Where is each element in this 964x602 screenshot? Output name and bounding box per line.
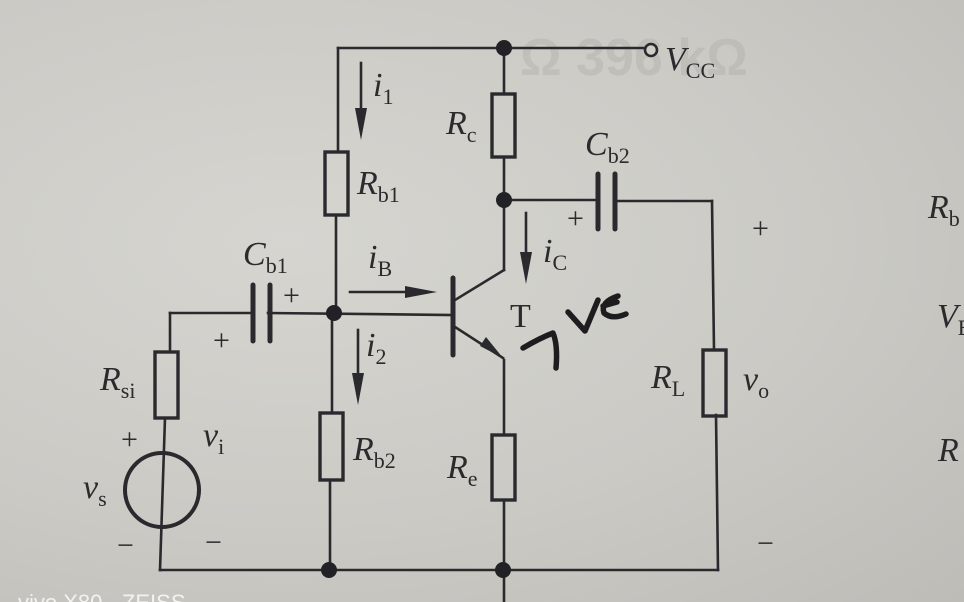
label-rsi: Rsi xyxy=(99,361,135,403)
plus-vs: + xyxy=(121,423,138,456)
voltage-source-vs xyxy=(123,451,201,529)
node-base xyxy=(326,305,342,321)
arrow-i1 xyxy=(355,61,367,140)
arrow-ic xyxy=(520,211,532,284)
capacitor-cb2 xyxy=(595,171,618,232)
margin-text-rb: Rb xyxy=(927,189,960,231)
emitter-arrow-icon xyxy=(480,337,503,358)
arrow-i2 xyxy=(352,328,364,405)
label-re: Re xyxy=(446,449,478,491)
wire-rl-bottom xyxy=(714,413,720,572)
transistor-npn xyxy=(450,275,505,360)
label-vi: vi xyxy=(203,417,224,459)
label-rb1: Rb1 xyxy=(356,165,400,207)
ghost-text: Ω 396 kΩ xyxy=(520,29,748,87)
handwritten-arrow-icon xyxy=(520,330,560,371)
plus-cb1-left: + xyxy=(213,324,230,357)
node-vcc-junction xyxy=(496,40,512,56)
resistor-rc xyxy=(490,92,517,159)
label-rc: Rc xyxy=(445,105,477,147)
resistor-rsi xyxy=(153,350,180,420)
minus-vs: − xyxy=(117,529,134,562)
handwritten-annotation xyxy=(520,293,629,371)
label-vo: vo xyxy=(743,361,769,403)
wires xyxy=(158,46,720,602)
wire-source xyxy=(158,416,167,572)
camera-watermark: vivo X80 · ZEISS xyxy=(18,590,186,602)
vcc-terminal xyxy=(643,42,659,58)
margin-text-r: R xyxy=(937,432,959,469)
handwritten-letter-e xyxy=(600,293,629,320)
node-ground-left xyxy=(321,562,337,578)
handwritten-letter-v xyxy=(565,297,601,334)
minus-vo: − xyxy=(757,527,774,560)
plus-cb1-right: + xyxy=(283,279,300,312)
node-collector xyxy=(496,192,512,208)
resistor-rb2 xyxy=(318,411,345,482)
resistor-re xyxy=(490,433,517,502)
wire-collector-diag xyxy=(453,268,506,302)
margin-text-vb: VB xyxy=(937,298,964,340)
resistor-rb1 xyxy=(323,150,350,217)
label-rl: RL xyxy=(650,359,685,401)
minus-vi: − xyxy=(205,526,222,559)
label-ib: iB xyxy=(368,239,392,281)
wire-base xyxy=(266,311,455,317)
label-cb2: Cb2 xyxy=(585,126,630,168)
plus-vo: + xyxy=(752,212,769,245)
label-rb2: Rb2 xyxy=(352,431,396,473)
label-i2: i2 xyxy=(366,327,386,369)
label-i1: i1 xyxy=(373,67,393,109)
capacitor-cb1 xyxy=(250,282,273,344)
label-ic: iC xyxy=(543,233,567,275)
resistor-rl xyxy=(701,348,728,418)
arrow-ib xyxy=(348,286,437,298)
label-cb1: Cb1 xyxy=(243,236,288,278)
label-transistor: T xyxy=(510,298,531,335)
wire-rl-top xyxy=(710,199,716,352)
plus-cb2: + xyxy=(567,202,584,235)
node-ground-right xyxy=(495,562,511,578)
label-vs: vs xyxy=(83,469,107,511)
